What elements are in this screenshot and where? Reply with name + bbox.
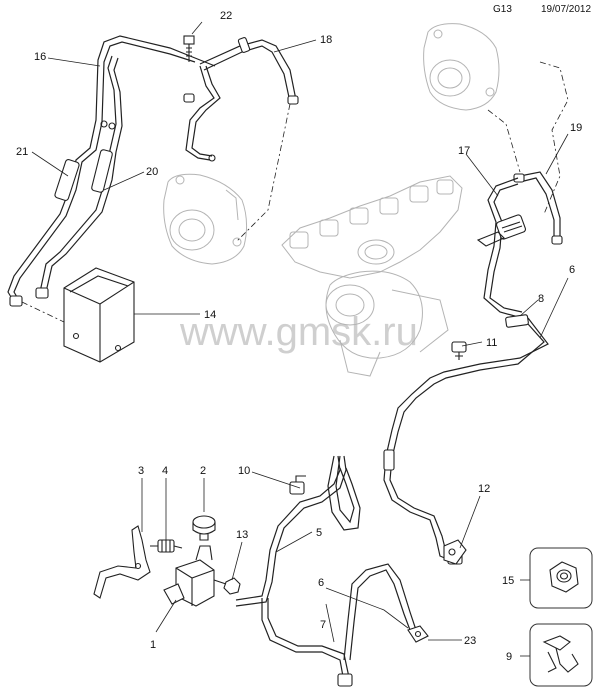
callout-2: 2 (200, 465, 206, 477)
callout-13: 13 (236, 529, 248, 541)
leader-lines (31, 21, 569, 657)
alternator-left (163, 173, 248, 265)
watermark: www.gmsk.ru (179, 310, 418, 354)
vacuum-reservoir (63, 267, 135, 363)
callout-19: 19 (570, 122, 582, 134)
callout-18: 18 (320, 34, 332, 46)
diagram-code: G13 (493, 4, 512, 15)
hose-7 (261, 563, 417, 687)
callout-7: 7 (320, 619, 326, 631)
callout-12: 12 (478, 483, 490, 495)
clip-11 (451, 341, 467, 360)
hose-18 (183, 37, 299, 243)
callout-5: 5 (316, 527, 322, 539)
bracket-3 (93, 525, 151, 599)
callout-11: 11 (486, 337, 497, 349)
inset-clip-9 (529, 623, 593, 687)
callout-21: 21 (16, 146, 28, 158)
callout-17: 17 (458, 145, 470, 157)
callout-6-bottom: 6 (318, 577, 324, 589)
solenoid-valve-1 (163, 545, 227, 607)
diagram-date: 19/07/2012 (541, 4, 591, 15)
callout-10: 10 (238, 465, 250, 477)
callout-3: 3 (138, 465, 144, 477)
bolt-22 (183, 35, 195, 62)
turbocharger-manifold (281, 175, 463, 377)
callout-8: 8 (538, 293, 544, 305)
hose-6 (383, 317, 549, 565)
inset-nut-15 (529, 547, 593, 609)
callout-1: 1 (150, 639, 156, 651)
callout-6-top: 6 (569, 264, 575, 276)
cap-2 (192, 515, 216, 541)
callout-20: 20 (146, 166, 158, 178)
callout-4: 4 (162, 465, 168, 477)
callout-15: 15 (502, 575, 514, 587)
fitting-23 (407, 625, 429, 643)
callout-16: 16 (34, 51, 46, 63)
hose-5 (235, 455, 361, 607)
callouts: 16 22 18 21 20 14 17 19 6 8 11 10 3 4 2 … (16, 10, 582, 663)
callout-22: 22 (220, 10, 232, 22)
callout-9: 9 (506, 651, 512, 663)
callout-23: 23 (464, 635, 476, 647)
alternator-right (423, 23, 500, 111)
hose-assembly-left (7, 35, 216, 323)
hose-assembly-right (476, 61, 569, 328)
callout-14: 14 (204, 309, 216, 321)
valve-4 (150, 539, 183, 553)
nut-13 (223, 577, 241, 595)
clip-12 (443, 539, 467, 565)
